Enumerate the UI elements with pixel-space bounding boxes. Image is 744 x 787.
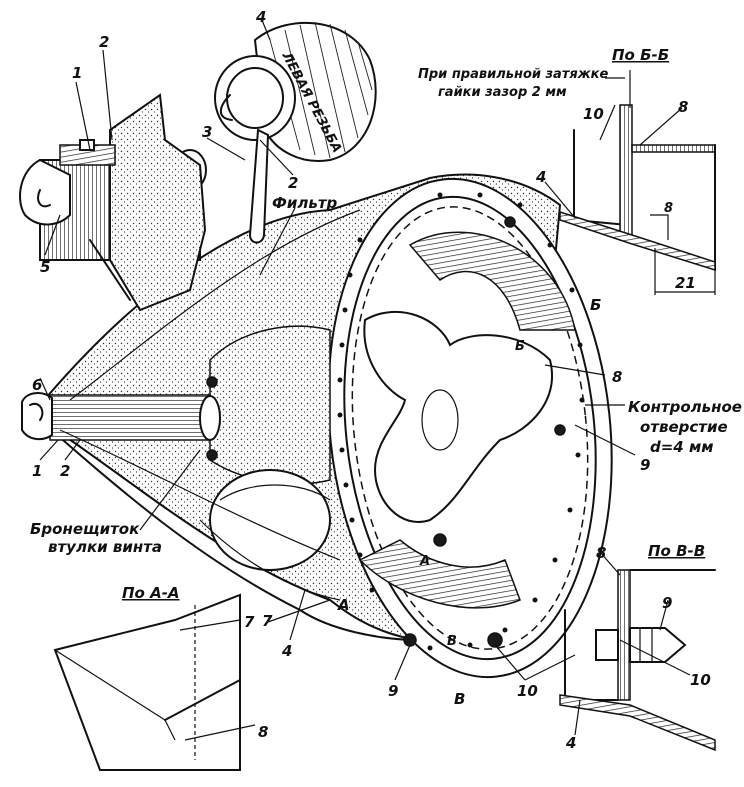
label-9-bottom: 9 (388, 682, 398, 700)
section-bb-note-line1: При правильной затяжке (418, 67, 608, 82)
section-vv-n4: 4 (565, 734, 576, 752)
section-v-mark-2: В (447, 634, 457, 649)
section-bb-note-line2: гайки зазор 2 мм (438, 85, 567, 100)
labels: 1 2 4 3 2 5 6 1 2 8 9 7 4 9 10 Б Б А А В… (30, 8, 742, 752)
armor-label-line1: Бронещиток (30, 520, 140, 538)
label-2-top: 2 (99, 33, 109, 51)
label-7: 7 (262, 612, 273, 630)
label-2-wrench: 2 (288, 174, 298, 192)
armor-label-line2: втулки винта (48, 538, 162, 556)
control-hole-line2: отверстие (640, 418, 728, 436)
section-a-mark-2: А (419, 554, 430, 569)
leader-lines (39, 19, 691, 741)
label-10-bottom: 10 (517, 682, 538, 700)
section-aa (53, 593, 241, 771)
section-b-inner: Б (515, 339, 525, 354)
section-v-mark: В (454, 690, 465, 708)
section-bb-n8b: 8 (664, 201, 673, 216)
label-4-bottom: 4 (281, 642, 292, 660)
section-bb (559, 70, 716, 295)
label-2-bottom: 2 (60, 462, 70, 480)
label-3: 3 (202, 123, 212, 141)
section-bb-dim: 21 (675, 274, 696, 292)
section-aa-n7: 7 (244, 613, 255, 631)
section-vv-n8: 8 (596, 544, 606, 562)
section-bb-n4: 4 (535, 168, 546, 186)
section-bb-n10: 10 (583, 105, 604, 123)
label-1-top: 1 (72, 64, 82, 82)
section-b-mark: Б (590, 296, 601, 314)
section-aa-n8: 8 (258, 723, 268, 741)
section-a-mark: А (337, 596, 350, 614)
label-1-bottom: 1 (32, 462, 42, 480)
control-hole-line3: d=4 мм (650, 438, 714, 456)
section-bb-n8a: 8 (678, 98, 688, 116)
section-vv (559, 569, 716, 752)
filter-label: Фильтр (272, 194, 338, 212)
nut-and-wrench (214, 21, 377, 244)
control-hole-line1: Контрольное (628, 398, 742, 416)
section-vv-n9: 9 (662, 594, 672, 612)
label-4-top: 4 (255, 8, 266, 26)
section-vv-n10: 10 (690, 671, 711, 689)
hub-detail (19, 93, 207, 312)
label-6: 6 (32, 376, 42, 394)
label-9-right: 9 (640, 456, 650, 474)
section-aa-title: По А-А (122, 584, 180, 602)
section-vv-title: По В-В (648, 542, 705, 560)
section-bb-title: По Б-Б (612, 46, 669, 64)
label-8-inner: 8 (612, 368, 622, 386)
label-5: 5 (40, 258, 50, 276)
